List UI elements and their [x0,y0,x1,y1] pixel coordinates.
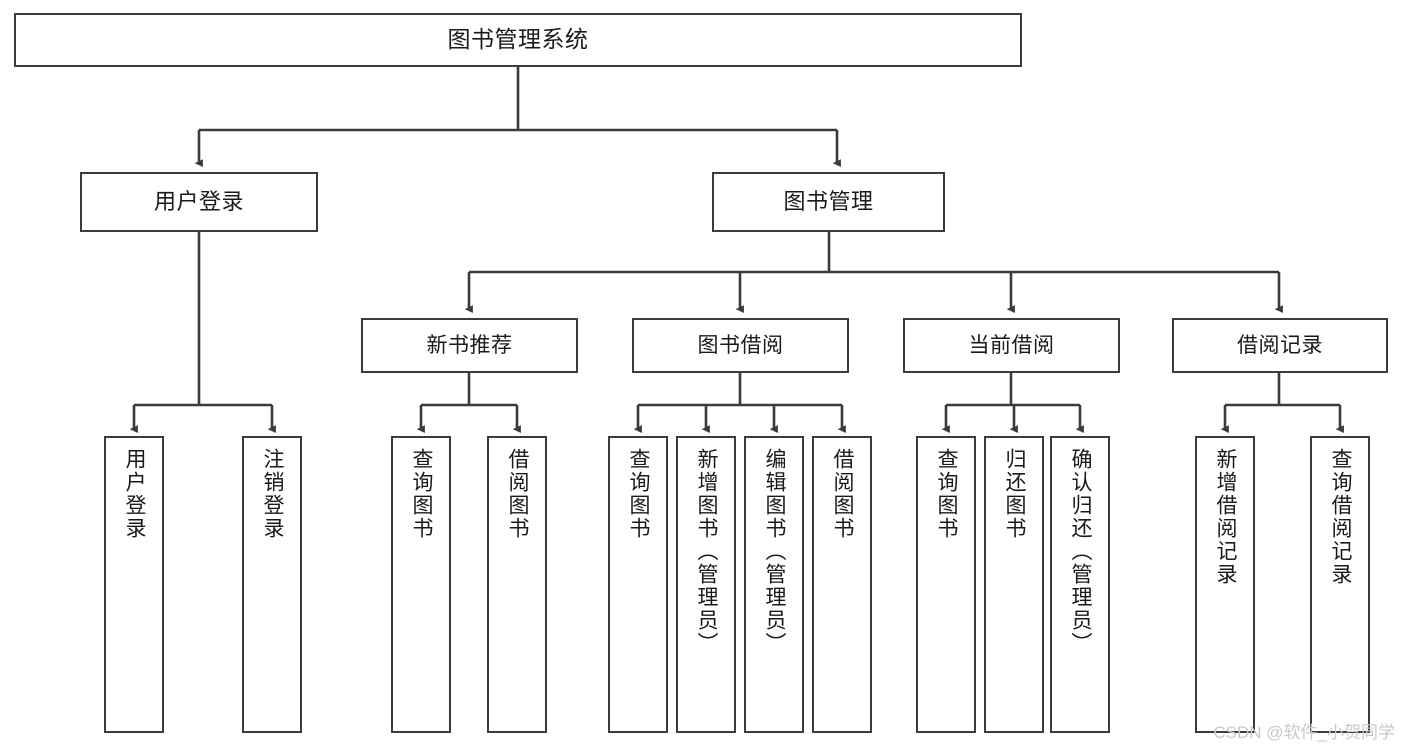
node-current-borrow[interactable]: 当前借阅 [903,318,1120,373]
leaf-newbook-query-book[interactable]: 查询图书 [391,436,451,733]
node-label: 图书借阅 [697,333,784,357]
node-label: 借阅图书 [506,448,530,540]
node-user-login[interactable]: 用户登录 [80,172,318,232]
leaf-borrow-query-book[interactable]: 查询图书 [608,436,668,733]
node-label: 查询借阅记录 [1329,448,1353,586]
csdn-watermark: CSDN @软件_小贺同学 [1213,723,1395,742]
node-book-management[interactable]: 图书管理 [712,172,945,232]
node-label: 编辑图书（管理员） [763,448,787,655]
node-label: 当前借阅 [968,333,1055,357]
leaf-current-confirm-return-admin[interactable]: 确认归还（管理员） [1050,436,1110,733]
node-label: 图书管理系统 [447,26,589,53]
node-borrow-record[interactable]: 借阅记录 [1172,318,1388,373]
node-label: 新增图书（管理员） [695,448,719,655]
leaf-borrow-edit-book-admin[interactable]: 编辑图书（管理员） [744,436,804,733]
node-label: 用户登录 [123,448,147,540]
node-label: 新增借阅记录 [1214,448,1238,586]
node-book-borrow[interactable]: 图书借阅 [632,318,849,373]
leaf-borrow-borrow-book[interactable]: 借阅图书 [812,436,872,733]
leaf-borrow-add-book-admin[interactable]: 新增图书（管理员） [676,436,736,733]
node-label: 借阅记录 [1237,333,1323,357]
node-label: 图书管理 [783,188,874,214]
node-label: 确认归还（管理员） [1069,448,1093,655]
leaf-current-return-book[interactable]: 归还图书 [984,436,1044,733]
node-label: 查询图书 [935,448,959,540]
node-label: 用户登录 [153,188,244,214]
node-label: 新书推荐 [426,333,513,357]
node-label: 查询图书 [627,448,651,540]
node-new-book-recommendation[interactable]: 新书推荐 [361,318,578,373]
leaf-newbook-borrow-book[interactable]: 借阅图书 [487,436,547,733]
node-label: 借阅图书 [831,448,855,540]
node-label: 归还图书 [1003,448,1027,540]
leaf-user-logout[interactable]: 注销登录 [242,436,302,733]
leaf-user-login[interactable]: 用户登录 [104,436,164,733]
leaf-current-query-book[interactable]: 查询图书 [916,436,976,733]
node-label: 查询图书 [410,448,434,540]
node-root-system[interactable]: 图书管理系统 [14,13,1022,67]
node-label: 注销登录 [261,448,285,540]
leaf-record-query-borrow-record[interactable]: 查询借阅记录 [1310,436,1370,733]
leaf-record-add-borrow-record[interactable]: 新增借阅记录 [1195,436,1255,733]
